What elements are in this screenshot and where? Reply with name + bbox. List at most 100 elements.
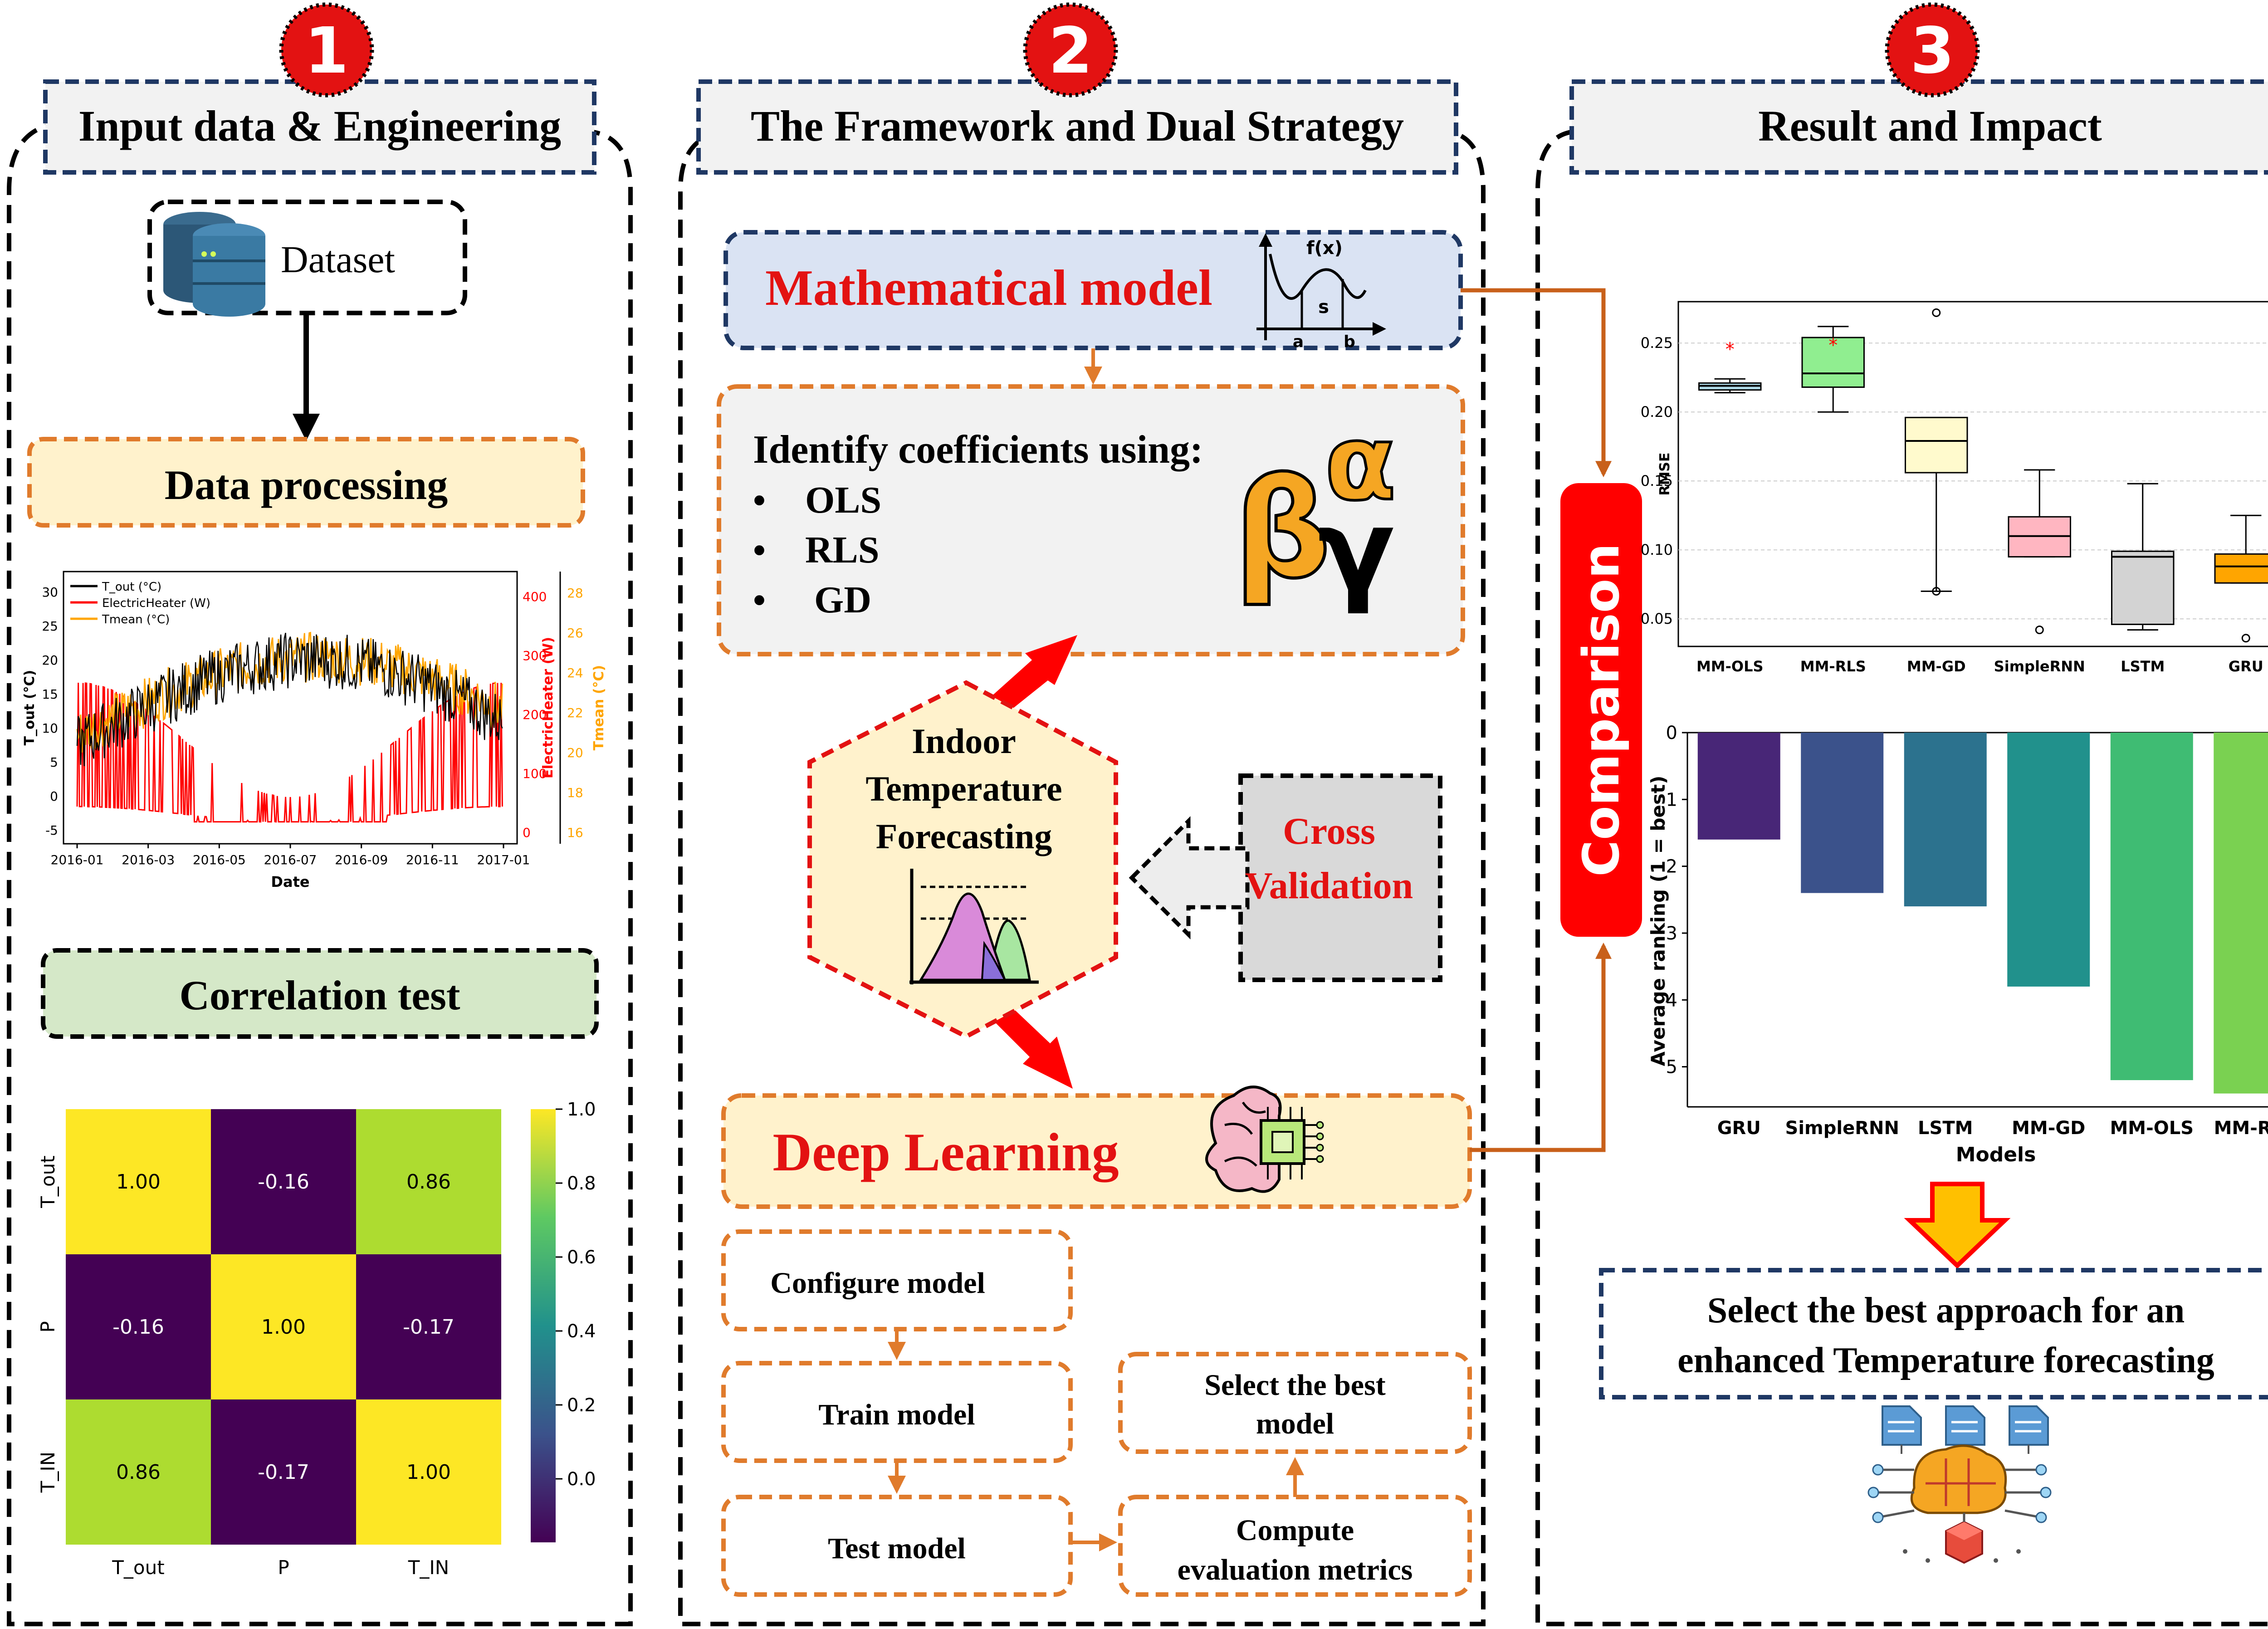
heatmap-cell bbox=[211, 1399, 356, 1545]
cross-validation-line-1: Cross bbox=[1283, 810, 1375, 852]
bar bbox=[2110, 733, 2193, 1081]
cross-validation-box: Cross Validation bbox=[1129, 773, 1442, 982]
y-tick-label: 15 bbox=[42, 687, 58, 702]
heatmap-cell bbox=[211, 1254, 356, 1399]
hexagon-line-1: Indoor bbox=[912, 721, 1016, 761]
bar bbox=[1801, 733, 1884, 893]
configure-box: Configure model bbox=[721, 1229, 1073, 1331]
chip-pin-node bbox=[1316, 1144, 1324, 1152]
heatmap-y-label: T_out bbox=[37, 1155, 59, 1208]
heatmap-cell bbox=[66, 1399, 211, 1545]
gamma-symbol: γ bbox=[1318, 484, 1395, 616]
y-tick-label: 20 bbox=[42, 653, 58, 668]
box bbox=[2111, 550, 2175, 625]
database-icon bbox=[163, 212, 265, 317]
step-number: 2 bbox=[1048, 14, 1092, 88]
y-tick-label: 5 bbox=[50, 755, 58, 770]
greek-coefficients-icon: β α γ bbox=[1232, 401, 1398, 616]
bar-ylabel: Average ranking (1 = best) bbox=[1647, 776, 1669, 1066]
connector-node bbox=[1867, 1487, 1879, 1498]
header-title: The Framework and Dual Strategy bbox=[751, 102, 1404, 150]
bullet: • bbox=[753, 481, 766, 521]
header-title: Result and Impact bbox=[1758, 102, 2102, 150]
bullet: • bbox=[753, 531, 766, 571]
y-tick-label: 24 bbox=[567, 665, 583, 680]
heatmap-value: -0.16 bbox=[258, 1170, 309, 1194]
heatmap-cell bbox=[66, 1109, 211, 1254]
heatmap-x-label: P bbox=[278, 1556, 289, 1579]
y-tick-label: 4 bbox=[1666, 990, 1677, 1011]
train-box: Train model bbox=[721, 1361, 1073, 1463]
tmean-series bbox=[76, 631, 503, 753]
connector-line bbox=[1877, 1509, 1915, 1519]
heatmap-value: -0.16 bbox=[112, 1316, 164, 1339]
y-tick-label: 1 bbox=[1666, 789, 1677, 810]
identify-title: Identify coefficients using: bbox=[753, 428, 1203, 472]
colorbar-tick-label: 0.0 bbox=[567, 1469, 596, 1490]
select-approach-box: Select the best approach for an enhanced… bbox=[1599, 1268, 2268, 1399]
x-tick-label: LSTM bbox=[2121, 658, 2165, 675]
comparison-label: Comparison bbox=[1572, 543, 1630, 876]
s-label: s bbox=[1318, 297, 1329, 318]
method-rls: RLS bbox=[805, 529, 879, 571]
ts-ylabel-left: T_out (°C) bbox=[22, 670, 38, 746]
select-model-label-2: model bbox=[1256, 1407, 1334, 1440]
identify-box: Identify coefficients using: • OLS • RLS… bbox=[717, 384, 1465, 656]
x-tick-label: MM-GD bbox=[1907, 658, 1966, 675]
x-tick-label: SimpleRNN bbox=[1994, 658, 2085, 675]
bar bbox=[1697, 733, 1780, 840]
outlier-star: * bbox=[1828, 335, 1838, 356]
outlier-star: * bbox=[1725, 339, 1735, 360]
x-tick-label: MM-RLS bbox=[2214, 1118, 2268, 1139]
timeseries-chart: T_out (°C) ElectricHeater (W) Tmean (°C)… bbox=[22, 571, 607, 890]
heatmap-y-label: P bbox=[37, 1321, 59, 1332]
colorbar-tick-label: 1.0 bbox=[567, 1099, 596, 1120]
heatmap-value: 1.00 bbox=[261, 1316, 306, 1339]
heatmap-cell bbox=[211, 1109, 356, 1254]
y-tick-label: 0.20 bbox=[1641, 403, 1673, 421]
x-tick-label: GRU bbox=[1717, 1118, 1761, 1139]
box bbox=[2214, 553, 2268, 584]
cross-validation-line-2: Validation bbox=[1245, 865, 1413, 907]
math-model-label: Mathematical model bbox=[765, 260, 1212, 316]
ranking-barchart: 012345GRUSimpleRNNLSTMMM-GDMM-OLSMM-RLS … bbox=[1647, 723, 2268, 1166]
y-tick-label: 5 bbox=[1666, 1057, 1677, 1078]
step-badge bbox=[279, 2, 374, 98]
y-tick-label: 3 bbox=[1666, 923, 1677, 944]
method-gd: GD bbox=[814, 579, 871, 621]
x-tick-label: SimpleRNN bbox=[1785, 1118, 1899, 1139]
heatmap-value: -0.17 bbox=[403, 1316, 455, 1339]
legend-tmean: Tmean (°C) bbox=[102, 613, 170, 626]
y-tick-label: 20 bbox=[567, 745, 583, 760]
dataset-box: Dataset bbox=[147, 200, 467, 317]
step-badge bbox=[1885, 2, 1980, 98]
colorbar-tick-label: 0.6 bbox=[567, 1247, 596, 1268]
heatmap-value: 0.86 bbox=[406, 1170, 451, 1194]
dataset-label: Dataset bbox=[281, 239, 395, 281]
y-tick-label: 26 bbox=[567, 626, 583, 641]
select-model-label-1: Select the best bbox=[1204, 1369, 1386, 1402]
arrow-math-to-comparison bbox=[1461, 288, 1612, 478]
x-tick-label: 2016-11 bbox=[406, 852, 459, 867]
x-tick-label: 2016-09 bbox=[335, 852, 388, 867]
x-tick-label: 2016-03 bbox=[122, 852, 175, 867]
y-tick-label: 16 bbox=[567, 825, 583, 840]
connector-node bbox=[1872, 1464, 1884, 1476]
heatmap-value: 0.86 bbox=[116, 1461, 161, 1484]
header-title: Input data & Engineering bbox=[78, 102, 561, 150]
hexagon-line-2: Temperature bbox=[865, 769, 1062, 808]
arrow-forecast-to-identify bbox=[989, 635, 1077, 717]
header-panel-2: The Framework and Dual Strategy 2 bbox=[696, 2, 1458, 175]
x-tick-label: 2016-01 bbox=[51, 852, 104, 867]
distribution-icon bbox=[909, 869, 1039, 984]
x-tick-label: 2016-05 bbox=[193, 852, 246, 867]
x-tick-label: 2016-07 bbox=[264, 852, 317, 867]
connector-dot bbox=[2016, 1549, 2021, 1554]
outlier-point bbox=[2241, 634, 2250, 643]
colorbar-tick-label: 0.2 bbox=[567, 1395, 596, 1416]
chip-pin-node bbox=[1316, 1155, 1324, 1163]
connector-node bbox=[1872, 1512, 1884, 1523]
